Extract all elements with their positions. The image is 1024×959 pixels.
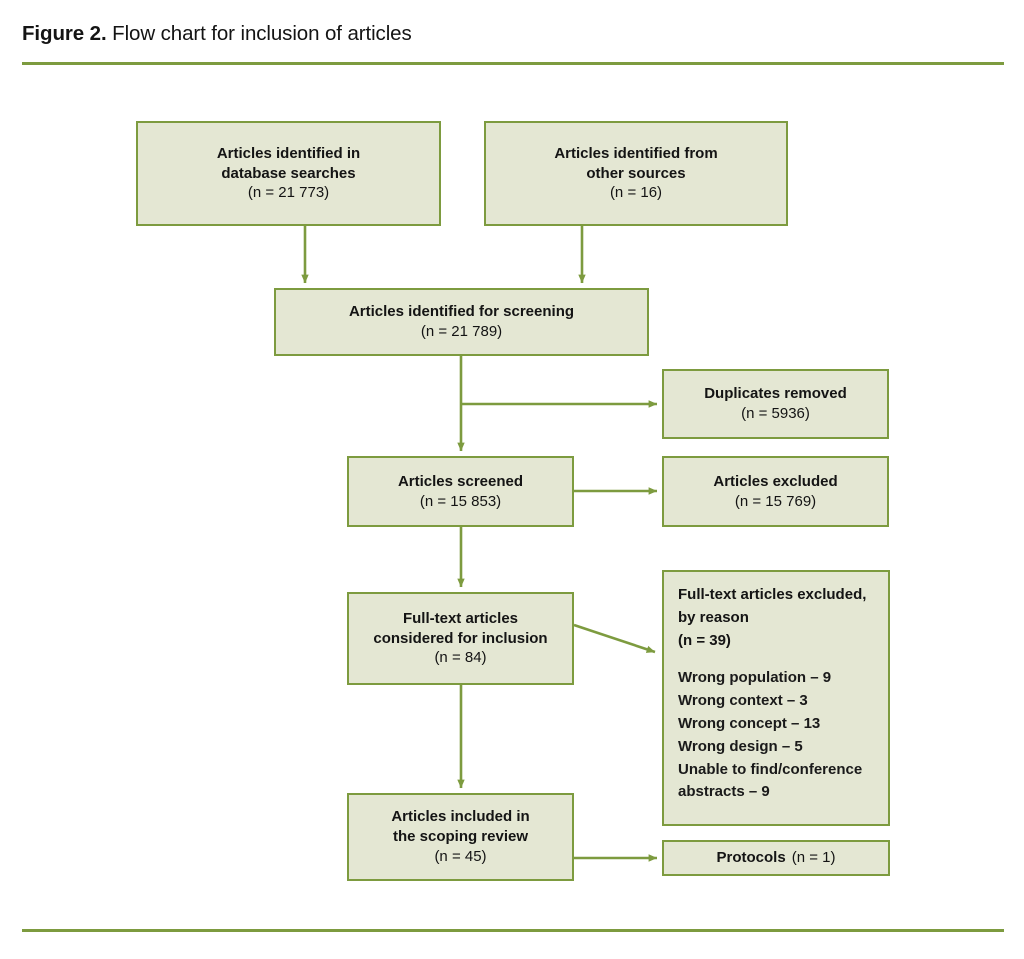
reason-item: Unable to find/conference	[678, 760, 863, 778]
caption-divider-rule	[22, 62, 1004, 65]
node-title-line1: Articles identified in	[216, 144, 361, 162]
node-title-line2: by reason	[678, 608, 749, 626]
node-title-line2: considered for inclusion	[373, 629, 548, 647]
node-count: (n = 15 853)	[419, 492, 502, 510]
node-title-line1: Articles identified from	[554, 144, 718, 162]
node-articles-identified-other-sources: Articles identified from other sources (…	[484, 121, 788, 226]
node-title-line1: Full-text articles excluded,	[678, 586, 867, 603]
node-count: (n = 21 789)	[420, 323, 503, 340]
node-title-line1: Articles excluded	[713, 472, 838, 490]
node-articles-included-scoping-review: Articles included in the scoping review …	[347, 793, 574, 881]
node-articles-identified-database-searches: Articles identified in database searches…	[136, 121, 441, 226]
reason-item: Wrong population – 9	[678, 669, 832, 687]
node-count: (n = 39)	[678, 631, 731, 649]
node-duplicates-removed: Duplicates removed (n = 5936)	[662, 369, 889, 439]
node-articles-screened: Articles screened (n = 15 853)	[347, 456, 574, 527]
node-fulltext-articles-considered: Full-text articles considered for inclus…	[347, 592, 574, 685]
node-count: (n = 84)	[434, 649, 487, 667]
node-articles-excluded: Articles excluded (n = 15 769)	[662, 456, 889, 527]
figure-number-label: Figure 2.	[22, 22, 107, 45]
node-articles-identified-for-screening: Articles identified for screening (n = 2…	[274, 288, 649, 356]
figure-bottom-rule	[22, 929, 1004, 932]
reason-item: Wrong design – 5	[678, 737, 803, 755]
node-count: (n = 45)	[434, 847, 487, 865]
reason-item: Wrong context – 3	[678, 692, 808, 710]
node-title-line1: Articles screened	[397, 472, 524, 490]
node-count: (n = 5936)	[741, 405, 810, 422]
node-count: (n = 21 773)	[247, 184, 330, 202]
node-count: (n = 1)	[791, 849, 836, 867]
node-title-line1: Protocols	[716, 849, 786, 867]
node-protocols: Protocols (n = 1)	[662, 840, 890, 876]
edge-fulltext-to-reasons	[573, 623, 656, 654]
reason-item: Wrong concept – 13	[678, 714, 821, 732]
node-count: (n = 16)	[609, 184, 663, 202]
node-title-line1: Articles included in	[391, 808, 530, 826]
node-title-line1: Duplicates removed	[704, 385, 847, 403]
node-title-line2: database searches	[221, 164, 356, 182]
node-fulltext-articles-excluded-by-reason: Full-text articles excluded, by reason (…	[662, 570, 890, 826]
node-title-line2: the scoping review	[392, 828, 529, 846]
figure-caption-text: Flow chart for inclusion of articles	[106, 22, 412, 45]
node-title-line1: Full-text articles	[402, 609, 519, 627]
node-title-line1: Articles identified for screening	[348, 303, 575, 321]
figure-caption: Figure 2. Flow chart for inclusion of ar…	[22, 22, 412, 46]
reason-item: abstracts – 9	[678, 783, 770, 801]
node-count: (n = 15 769)	[734, 492, 817, 510]
node-title-line2: other sources	[586, 164, 686, 182]
